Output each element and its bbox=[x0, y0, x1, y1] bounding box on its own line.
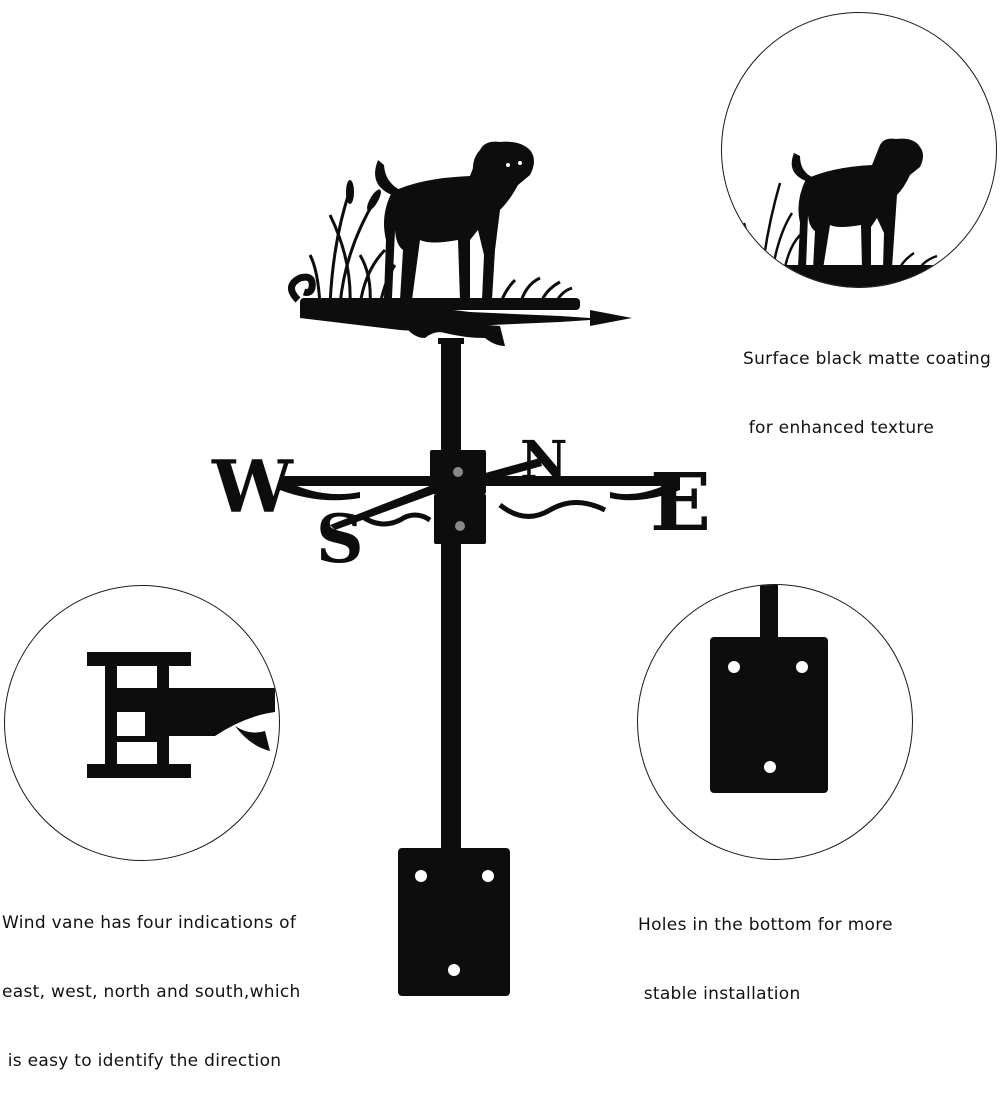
caption-coating-line1: Surface black matte coating bbox=[743, 349, 992, 369]
caption-coating-line2: for enhanced texture bbox=[743, 418, 935, 438]
arrow-pointer-icon bbox=[288, 273, 632, 346]
weather-vane-illustration: W E N S bbox=[211, 141, 711, 996]
vane-letter-east: E bbox=[650, 455, 711, 549]
detail-circle-coating bbox=[721, 12, 997, 288]
caption-directions: Wind vane has four indications of east, … bbox=[2, 866, 301, 1096]
detail-circle-letter bbox=[4, 585, 280, 861]
caption-directions-line3: is easy to identify the direction bbox=[2, 1051, 282, 1071]
caption-mounting: Holes in the bottom for more stable inst… bbox=[638, 868, 893, 1029]
mounting-plate-icon bbox=[398, 848, 510, 996]
vane-pole bbox=[441, 338, 461, 858]
dog-silhouette-icon bbox=[742, 138, 972, 287]
caption-coating: Surface black matte coating for enhanced… bbox=[743, 302, 991, 463]
mounting-plate-icon bbox=[710, 585, 828, 793]
vane-letter-south: S bbox=[316, 500, 364, 578]
dog-silhouette-icon bbox=[375, 141, 534, 300]
caption-mounting-line1: Holes in the bottom for more bbox=[638, 915, 893, 935]
caption-directions-line2: east, west, north and south,which bbox=[2, 982, 301, 1002]
letter-e-detail bbox=[87, 652, 275, 778]
weather-vane: W E N S bbox=[211, 141, 711, 996]
vane-letter-north: N bbox=[520, 430, 568, 491]
caption-directions-line1: Wind vane has four indications of bbox=[2, 913, 297, 933]
detail-circle-mounting bbox=[637, 584, 913, 860]
caption-mounting-line2: stable installation bbox=[638, 984, 801, 1004]
vane-letter-west: W bbox=[211, 444, 294, 529]
